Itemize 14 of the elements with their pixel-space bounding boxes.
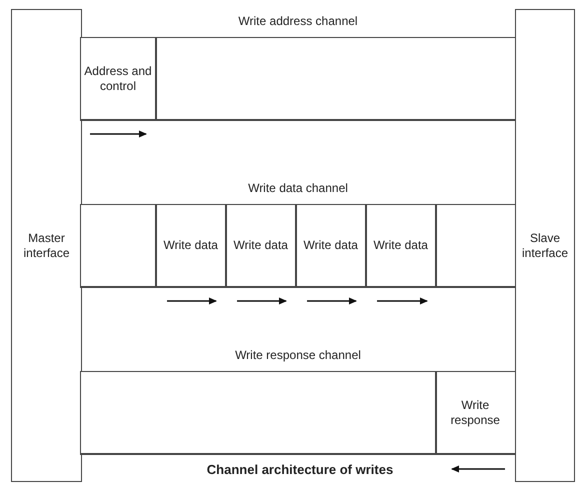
transfer-cell: Write data (365, 204, 436, 288)
figure-caption: Channel architecture of writes (206, 462, 394, 477)
channel-label: Write response channel (234, 348, 362, 363)
transfer-cell: Write data (295, 204, 366, 288)
channel-label: Write address channel (237, 14, 359, 29)
empty-cell (80, 204, 156, 288)
transfer-cell: Write data (155, 204, 226, 288)
channel-label: Write data channel (247, 181, 349, 196)
empty-cell (435, 204, 516, 288)
transfer-cell: Write data (225, 204, 296, 288)
interface-block: Master interface (11, 9, 82, 482)
interface-block: Slave interface (515, 9, 575, 482)
transfer-cell: Write response (435, 370, 516, 454)
transfer-cell: Address and control (80, 36, 156, 120)
